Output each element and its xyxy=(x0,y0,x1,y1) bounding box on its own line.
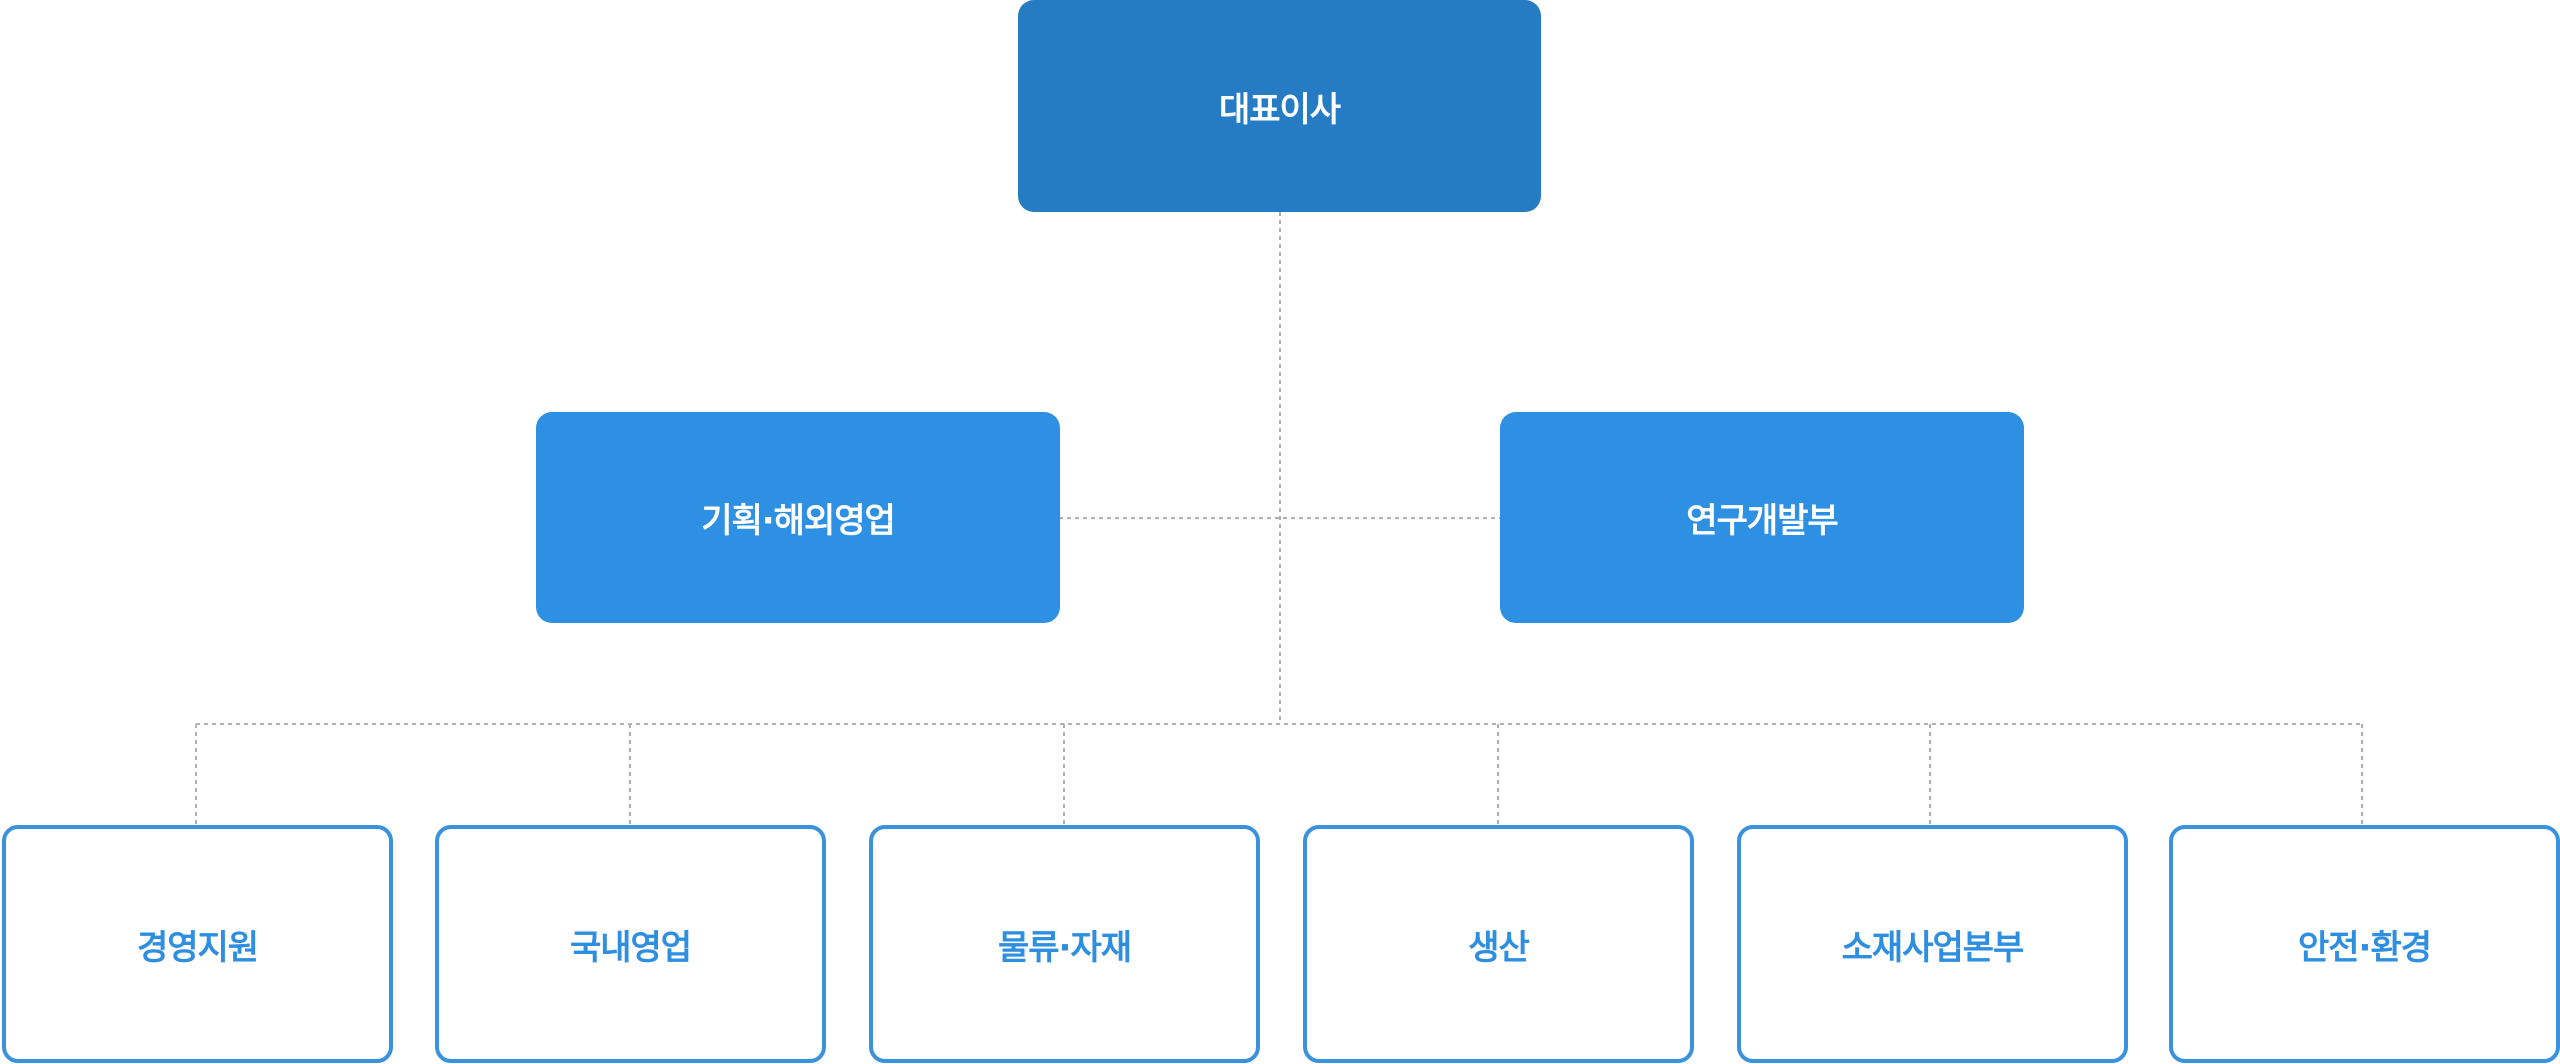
department-logistics-materials[interactable]: 물류·자재 xyxy=(869,825,1260,1063)
department-materials-business[interactable]: 소재사업본부 xyxy=(1737,825,2128,1063)
division-label: 연구개발부 xyxy=(1686,501,1838,541)
department-label: 생산 xyxy=(1468,927,1530,968)
department-management-support[interactable]: 경영지원 xyxy=(2,825,393,1063)
department-domestic-sales[interactable]: 국내영업 xyxy=(435,825,826,1063)
department-label: 경영지원 xyxy=(136,927,259,968)
department-label: 안전·환경 xyxy=(2297,927,2432,968)
division-label: 기획·해외영업 xyxy=(701,501,896,541)
division-rnd[interactable]: 연구개발부 xyxy=(1500,412,2024,623)
department-label: 소재사업본부 xyxy=(1841,927,2025,968)
department-production[interactable]: 생산 xyxy=(1303,825,1694,1063)
department-label: 물류·자재 xyxy=(997,927,1132,968)
department-safety-environment[interactable]: 안전·환경 xyxy=(2169,825,2560,1063)
division-planning-overseas-sales[interactable]: 기획·해외영업 xyxy=(536,412,1060,623)
ceo-box[interactable]: 대표이사 xyxy=(1018,0,1541,212)
ceo-label: 대표이사 xyxy=(1218,89,1341,130)
department-label: 국내영업 xyxy=(569,927,692,968)
